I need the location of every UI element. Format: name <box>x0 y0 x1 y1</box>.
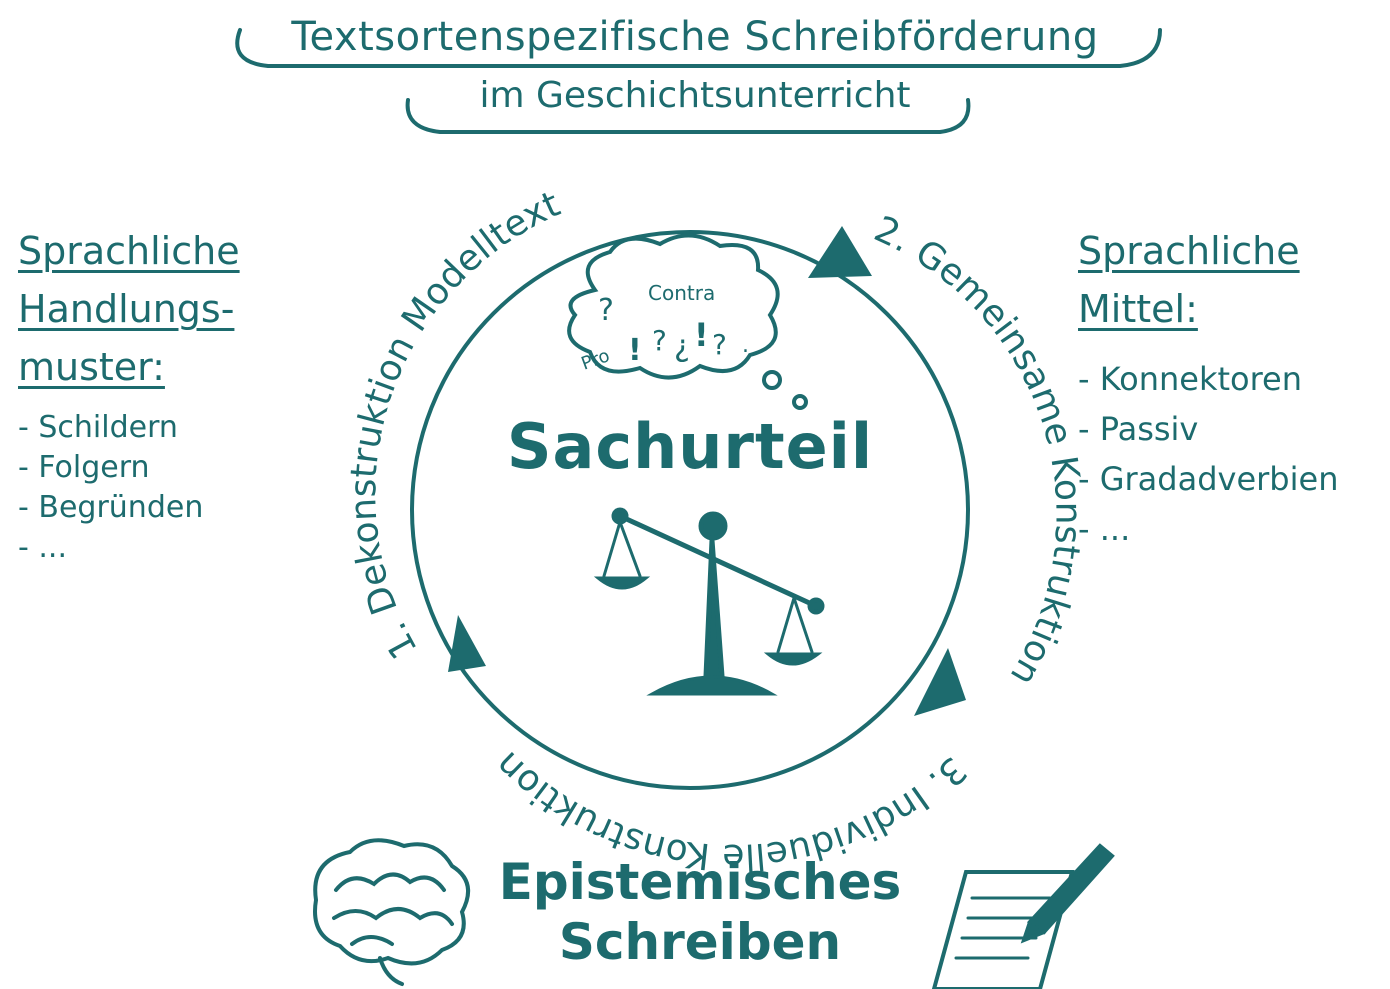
cycle-arrows <box>448 226 966 716</box>
right-item: Passiv <box>1078 404 1378 454</box>
left-item: Folgern <box>18 448 348 488</box>
question-mark: ¿ <box>674 329 690 364</box>
right-item: Konnektoren <box>1078 354 1378 404</box>
question-mark: ? <box>712 328 727 361</box>
arrow-head-right <box>914 648 966 716</box>
right-heading-line-2: Mittel: <box>1078 287 1198 331</box>
right-panel: Sprachliche Mittel: Konnektoren Passiv G… <box>1078 222 1378 554</box>
title-line-1: Textsortenspezifische Schreibförderung <box>291 14 1099 60</box>
left-item-list: Schildern Folgern Begründen ... <box>18 408 348 568</box>
arrow-head-top <box>808 226 872 278</box>
title-line-2: im Geschichtsunterricht <box>479 75 911 116</box>
left-heading-line-1: Sprachliche <box>18 229 240 273</box>
bottom-title: Epistemisches Schreiben <box>470 852 930 972</box>
center-title: Sachurteil <box>506 410 874 483</box>
contra-label: Contra <box>648 281 715 305</box>
scale-icon <box>593 507 825 696</box>
thought-bubble-icon <box>567 233 808 410</box>
question-mark: ? <box>652 324 667 357</box>
exclamation-mark: ! <box>628 333 642 368</box>
right-heading-line-1: Sprachliche <box>1078 229 1300 273</box>
bottom-title-line-1: Epistemisches <box>498 853 902 911</box>
bottom-title-line-2: Schreiben <box>558 913 842 971</box>
right-item-list: Konnektoren Passiv Gradadverbien ... <box>1078 354 1378 554</box>
exclamation-mark: ! <box>694 316 709 354</box>
dot-mark: . <box>742 333 749 358</box>
question-mark: ? <box>598 293 614 328</box>
brain-icon <box>313 838 471 986</box>
left-heading-line-3: muster: <box>18 345 165 389</box>
left-item: Schildern <box>18 408 348 448</box>
title-frame-bottom <box>405 98 971 134</box>
title-frame-top <box>235 28 1162 68</box>
left-item: Begründen <box>18 488 348 528</box>
right-item: ... <box>1078 504 1378 554</box>
right-item: Gradadverbien <box>1078 454 1378 504</box>
paper-pen-icon <box>931 843 1115 989</box>
left-panel: Sprachliche Handlungs- muster: Schildern… <box>18 222 348 568</box>
arrow-head-left <box>448 615 486 672</box>
thought-bubble-content: Contra Pro ? ! ? ¿ ! ? . <box>579 281 749 375</box>
left-item: ... <box>18 528 348 568</box>
cycle-circle <box>410 230 970 790</box>
left-heading-line-2: Handlungs- <box>18 287 235 331</box>
